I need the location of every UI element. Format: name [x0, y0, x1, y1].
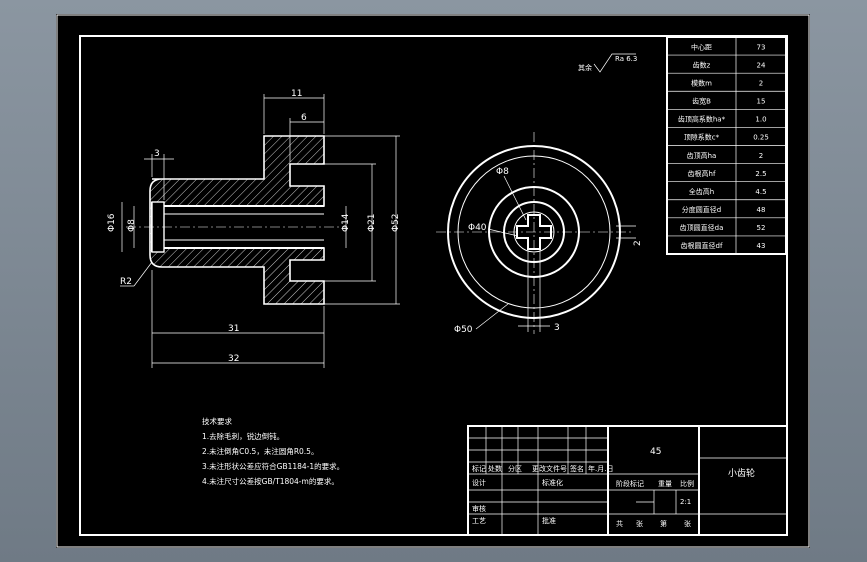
tb-scale-value: 2:1 [680, 498, 691, 506]
dim-11: 11 [291, 89, 302, 99]
dim-phi8: Φ8 [127, 219, 137, 232]
dim-32: 32 [228, 354, 239, 364]
note-line-2: 2.未注倒角C0.5，未注圆角R0.5。 [202, 446, 318, 456]
param-value: 2 [759, 79, 763, 87]
tb-mark: 标记 [472, 464, 486, 473]
side-view: Φ8 Φ40 Φ50 3 2 [436, 132, 643, 335]
param-label: 中心距 [691, 42, 712, 51]
param-value: 4.5 [755, 188, 766, 196]
tb-approve: 批准 [542, 516, 556, 525]
dim-phi40: Φ40 [468, 223, 487, 233]
dim-phi16: Φ16 [107, 213, 117, 232]
tb-standardize: 标准化 [542, 478, 563, 487]
param-value: 2.5 [755, 170, 766, 178]
tb-design: 设计 [472, 478, 486, 487]
dim-3-side: 3 [554, 323, 560, 333]
roughness-symbol: 其余 Ra 6.3 [578, 53, 637, 73]
param-label: 模数m [691, 78, 712, 87]
drawing-sheet[interactable]: 11 6 3 Φ16 Φ8 Φ14 Φ21 Φ52 31 32 [56, 14, 810, 548]
param-label: 齿根圆直径df [681, 241, 723, 250]
param-value: 52 [757, 224, 766, 232]
param-value: 24 [757, 61, 766, 69]
param-label: 齿顶高ha [687, 151, 717, 160]
note-line-1: 1.去除毛刺，锐边倒钝。 [202, 431, 284, 441]
dim-phi50: Φ50 [454, 325, 473, 335]
param-value: 0.25 [753, 134, 769, 142]
dim-phi52: Φ52 [391, 213, 401, 232]
tb-doc-no: 更改文件号 [532, 464, 567, 473]
param-label: 齿顶圆直径da [680, 223, 724, 232]
gear-parameter-table: 中心距 73 齿数z 24 模数m 2 齿宽B 15 齿顶高系数ha* 1.0 顶隙系数c* 0.25… [666, 36, 787, 255]
section-body [149, 135, 325, 305]
notes-title: 技术要求 [202, 416, 232, 426]
param-value: 43 [757, 242, 766, 250]
tb-count: 处数 [488, 464, 502, 473]
param-label: 齿顶高系数ha* [678, 115, 726, 124]
note-line-4: 4.未注尺寸公差按GB/T1804-m的要求。 [202, 476, 339, 486]
roughness-value: Ra 6.3 [615, 55, 637, 63]
tb-sheets-total: 共 [616, 519, 623, 528]
drawing-canvas: 11 6 3 Φ16 Φ8 Φ14 Φ21 Φ52 31 32 [56, 14, 810, 548]
tb-stage-mark: 阶段标记 [616, 479, 644, 488]
note-line-3: 3.未注形状公差应符合GB1184-1的要求。 [202, 461, 344, 471]
param-value: 2 [759, 152, 763, 160]
dim-6: 6 [301, 113, 307, 123]
param-label: 齿宽B [692, 97, 711, 106]
tb-zone: 分区 [508, 464, 522, 473]
tb-sheets-unit: 张 [636, 519, 643, 528]
tb-sheet-no: 第 [660, 519, 667, 528]
title-block: 标记 处数 分区 更改文件号 签名 年.月.日 设计 标准化 审核 工艺 批准 … [467, 425, 788, 536]
param-value: 73 [757, 43, 766, 51]
param-label: 齿数z [693, 60, 711, 69]
param-value: 48 [757, 206, 766, 214]
outer-frame [56, 14, 810, 548]
roughness-prefix: 其余 [578, 63, 592, 72]
dim-r2: R2 [120, 277, 132, 287]
inner-frame [79, 35, 788, 536]
tb-date: 年.月.日 [588, 464, 613, 473]
dim-phi14: Φ14 [341, 213, 351, 232]
tb-signature: 签名 [570, 464, 584, 473]
tb-review: 审核 [472, 504, 486, 513]
param-label: 齿根高hf [688, 169, 716, 178]
param-label: 分度圆直径d [682, 205, 721, 214]
param-label: 顶隙系数c* [684, 133, 720, 142]
tb-material: 45 [650, 447, 661, 457]
tb-weight: 重量 [658, 480, 672, 488]
dim-phi8-side: Φ8 [496, 167, 509, 177]
tb-part-name: 小齿轮 [728, 467, 755, 479]
dim-2: 2 [633, 240, 643, 246]
technical-requirements: 技术要求 1.去除毛刺，锐边倒钝。 2.未注倒角C0.5，未注圆角R0.5。 3… [202, 416, 344, 486]
tb-scale-label: 比例 [680, 479, 694, 488]
dim-3-front: 3 [154, 149, 160, 159]
param-value: 1.0 [755, 116, 766, 124]
param-label: 全齿高h [689, 187, 714, 196]
dim-31: 31 [228, 324, 239, 334]
section-view: 11 6 3 Φ16 Φ8 Φ14 Φ21 Φ52 31 32 [107, 89, 401, 368]
tb-process: 工艺 [472, 517, 486, 525]
dim-phi21: Φ21 [367, 213, 377, 232]
tb-sheet-unit: 张 [684, 519, 691, 528]
param-value: 15 [757, 98, 766, 106]
